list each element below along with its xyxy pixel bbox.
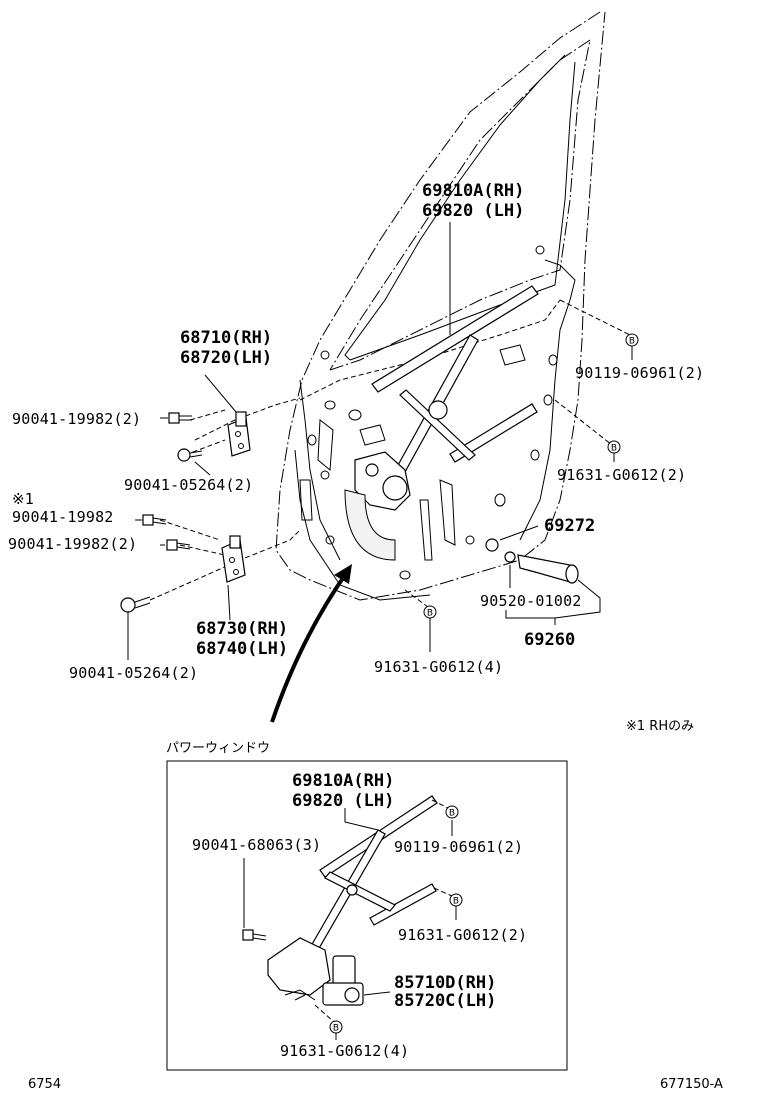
label-handle-clip: 69272 [544,516,595,536]
hinge-bolts [120,412,203,613]
power-window-inset: パワーウィンドウ [166,741,568,1071]
svg-text:B: B [427,609,433,619]
label-bolt-05264-a: 90041-05264(2) [124,476,253,494]
svg-text:B: B [611,444,617,454]
label-regulator-rh: 69810A(RH) [422,181,524,201]
label-handle: 69260 [524,630,575,650]
svg-text:B: B [629,337,635,347]
inset-label-regulator-rh: 69810A(RH) [292,771,394,791]
badge-b-bolt-g0612-2: B [607,440,621,454]
label-hinge-upper-rh: 68710(RH) [180,328,272,348]
svg-text:B: B [453,897,459,907]
label-bolt-g0612-4: 91631-G0612(4) [374,658,503,676]
inset-motor [322,955,364,1006]
inset-label-regulator-lh: 69820 (LH) [292,791,394,811]
inset-badge-b-bolt-2: B [449,893,463,907]
upper-hinge [227,411,251,457]
inset-frame [166,760,568,1071]
label-hinge-upper-lh: 68720(LH) [180,348,272,368]
lower-hinge [221,535,246,583]
footer-left-code: 6754 [28,1077,61,1092]
inset-label-motor-rh: 85710D(RH) [394,973,496,993]
label-screw-06961: 90119-06961(2) [575,364,704,382]
label-bolt-19982-c: 90041-19982(2) [8,535,137,553]
inset-label-bolt-g0612-2: 91631-G0612(2) [398,926,527,944]
leader-lines [127,222,633,660]
label-note-mark: ※1 [12,490,34,508]
main-labels: 69810A(RH) 69820 (LH) 68710(RH) 68720(LH… [8,181,704,734]
label-hinge-lower-lh: 68740(LH) [196,639,288,659]
inset-label-screw-06961: 90119-06961(2) [394,838,523,856]
label-bolt-g0612-2: 91631-G0612(2) [557,466,686,484]
inset-regulator [267,795,438,1001]
label-hinge-lower-rh: 68730(RH) [196,619,288,639]
window-regulator-manual [344,285,539,561]
inset-label-motor-lh: 85720C(LH) [394,991,496,1011]
badge-b-screw-06961: B [625,333,639,347]
inset-badge-b-bolt-4: B [329,1020,343,1034]
label-bolt-19982-a: 90041-19982(2) [12,410,141,428]
inset-pointer-arrow [270,564,352,723]
inset-title: パワーウィンドウ [166,741,270,756]
label-bolt-05264-b: 90041-05264(2) [69,664,198,682]
inset-bolt-68063 [242,929,267,941]
label-regulator-lh: 69820 (LH) [422,201,524,221]
door-outline [149,11,606,601]
label-bolt-19982-b: 90041-19982 [12,508,114,526]
svg-text:B: B [449,809,455,819]
svg-text:B: B [333,1024,339,1034]
badge-b-bolt-g0612-4: B [423,605,437,619]
inset-label-bolt-68063: 90041-68063(3) [192,836,321,854]
label-rh-only-note: ※1 RHのみ [626,719,694,734]
footer-right-code: 677150-A [660,1077,723,1092]
inset-badge-b-screw: B [445,805,459,819]
label-washer: 90520-01002 [480,592,582,610]
window-handle-parts [485,538,579,584]
inset-label-bolt-g0612-4: 91631-G0612(4) [280,1042,409,1060]
